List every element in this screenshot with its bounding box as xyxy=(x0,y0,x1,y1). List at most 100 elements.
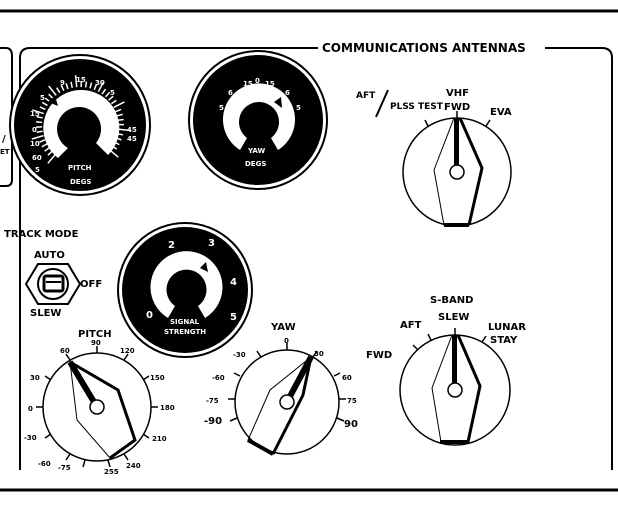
off-position-label: OFF xyxy=(80,279,102,290)
track-mode-label: TRACK MODE xyxy=(4,229,79,240)
fwd-label: FWD xyxy=(366,350,392,361)
slew-position-label: SLEW xyxy=(30,308,61,319)
meter-tick xyxy=(101,88,107,95)
aft-label: AFT xyxy=(400,320,422,331)
fwd-label: FWD xyxy=(444,102,470,113)
yaw-dial[interactable]: YAW -90 -75 -60 -30 0 30 60 75 90 xyxy=(204,322,358,456)
meter-tick xyxy=(84,81,88,88)
vhf-antenna-selector[interactable]: VHF AFT PLSS TEST FWD EVA xyxy=(356,88,512,227)
left-fragment-text: / xyxy=(2,134,6,145)
scale-label: -75 xyxy=(58,464,71,472)
panel-border xyxy=(19,47,613,470)
scale-label: 240 xyxy=(126,462,141,470)
meter-tick xyxy=(47,153,57,164)
scale-label: 6 xyxy=(228,89,233,97)
meter-tick xyxy=(39,106,46,111)
meter-tick xyxy=(116,113,123,117)
scale-label: 15 xyxy=(243,80,253,88)
scale-label: 0 xyxy=(32,126,37,134)
meter-tick xyxy=(31,134,44,140)
scale-label: 6 xyxy=(285,89,290,97)
pitch-dial-label: PITCH xyxy=(78,329,112,340)
scale-label: 0 xyxy=(28,405,33,413)
meter-tick xyxy=(48,85,57,96)
scale-label: 60 xyxy=(32,154,42,162)
yaw-meter-label: YAW xyxy=(247,147,266,155)
scale-label: 5 xyxy=(35,166,40,174)
plss-test-label: PLSS TEST xyxy=(390,102,444,112)
scale-label: 0 xyxy=(146,310,153,321)
scale-label: 180 xyxy=(160,404,175,412)
scale-label: -30 xyxy=(24,434,37,442)
scale-label: 5 xyxy=(219,104,224,112)
meter-tick xyxy=(41,143,48,148)
meter-tick xyxy=(36,116,43,119)
scale-label: 15 xyxy=(265,80,275,88)
scale-label: 0 xyxy=(255,77,260,85)
scale-label: -60 xyxy=(212,374,225,382)
meter-tick xyxy=(74,75,78,88)
scale-label: 60 xyxy=(60,347,70,355)
meter-tick xyxy=(113,141,120,146)
meter-tick xyxy=(110,99,117,105)
scale-label: 15 xyxy=(30,110,40,118)
scale-label: 60 xyxy=(342,374,352,382)
scale-label: -30 xyxy=(233,351,246,359)
signal-meter-label: SIGNAL xyxy=(170,318,200,326)
meter-tick xyxy=(41,101,48,107)
meter-tick xyxy=(32,109,44,115)
scale-label: 30 xyxy=(314,350,324,358)
left-fragment-text2: ET xyxy=(0,148,10,156)
scale-label: 120 xyxy=(120,347,135,355)
scale-label: 30 xyxy=(30,374,40,382)
meter-tick xyxy=(89,82,93,89)
yaw-pointer xyxy=(274,97,282,108)
lunar-label: LUNAR xyxy=(488,322,526,333)
meter-tick xyxy=(113,101,125,109)
scale-label: 45 xyxy=(127,135,137,143)
scale-label: 45 xyxy=(127,126,137,134)
track-mode-switch[interactable]: TRACK MODE AUTO OFF SLEW xyxy=(4,229,102,319)
signal-meter-label2: STRENGTH xyxy=(164,328,206,336)
meter-tick xyxy=(115,108,122,113)
slew-label: SLEW xyxy=(438,312,469,323)
meter-tick xyxy=(116,132,124,136)
scale-label: 75 xyxy=(347,397,357,405)
vhf-label: VHF xyxy=(446,88,469,99)
meter-tick xyxy=(108,95,114,101)
signal-pointer xyxy=(200,262,208,272)
scale-label: 210 xyxy=(152,435,167,443)
scale-label: 10 xyxy=(30,140,40,148)
meter-tick xyxy=(65,83,69,90)
scale-label: 3 xyxy=(208,238,215,249)
toggle-lever[interactable] xyxy=(42,274,65,293)
scale-label: 5 xyxy=(110,89,115,97)
signal-strength-meter: 0 2 3 4 5 SIGNAL STRENGTH xyxy=(117,222,253,358)
scale-label: 90 xyxy=(91,339,101,347)
scale-label: -75 xyxy=(206,397,219,405)
meter-tick xyxy=(97,80,105,93)
scale-label: 150 xyxy=(150,374,165,382)
scale-label: 5 xyxy=(296,104,301,112)
meter-tick xyxy=(115,137,122,141)
aft-label: AFT xyxy=(356,91,376,101)
pitch-pointer xyxy=(48,96,58,106)
yaw-dial-label: YAW xyxy=(270,322,296,333)
s-band-antenna-selector[interactable]: S-BAND FWD AFT SLEW LUNAR STAY xyxy=(366,295,526,446)
meter-tick xyxy=(111,145,118,150)
scale-label: 90 xyxy=(344,419,358,430)
pitch-meter: 5 60 10 0 15 5 9 15 30 5 45 45 PITCH DEG… xyxy=(9,54,151,196)
pitch-dial[interactable]: PITCH -75 -60 -30 0 30 60 90 120 150 180… xyxy=(24,329,175,476)
scale-label: 5 xyxy=(40,94,45,102)
scale-label: 4 xyxy=(230,277,237,288)
meter-tick xyxy=(70,81,73,88)
scale-label: 5 xyxy=(230,312,237,323)
scale-label: 0 xyxy=(284,337,289,345)
scale-label: 255 xyxy=(104,468,119,476)
yaw-meter: 5 6 15 0 15 6 5 YAW DEGS xyxy=(188,50,328,190)
scale-label: 15 xyxy=(76,76,86,84)
pitch-meter-units: DEGS xyxy=(70,178,91,186)
scale-label: -90 xyxy=(204,416,222,427)
meter-tick xyxy=(47,150,53,156)
